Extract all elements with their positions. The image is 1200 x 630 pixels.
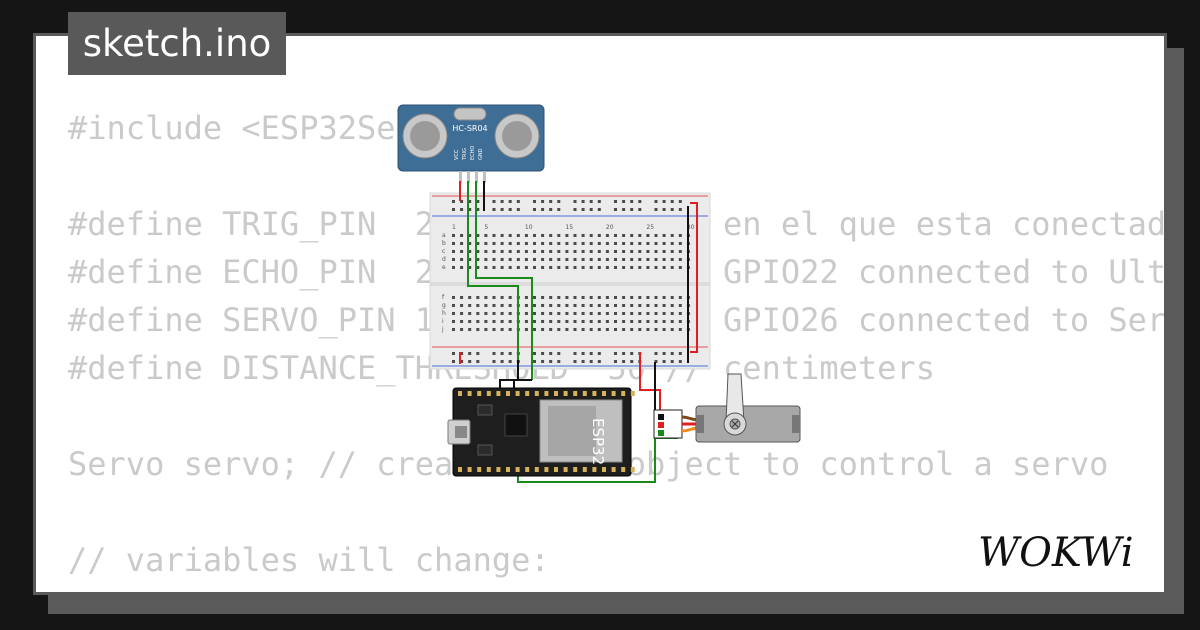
breadboard-column-number: 15 (565, 224, 573, 231)
sensor-pin-gnd: GND (478, 148, 484, 160)
breadboard-row-letter: e (442, 264, 446, 271)
breadboard-row-letter: b (442, 240, 446, 247)
breadboard-row-letter: f (442, 294, 445, 301)
breadboard-row-letter: a (442, 232, 446, 239)
sensor-label: HC-SR04 (452, 124, 487, 133)
sensor-pin-echo: ECHO (470, 146, 476, 160)
breadboard-row-letter: h (442, 310, 446, 317)
breadboard-row-letter: i (442, 318, 444, 325)
esp32-label: ESP32 (589, 418, 607, 465)
breadboard-column-number: 10 (525, 224, 533, 231)
breadboard-row-letter: d (442, 256, 446, 263)
breadboard-column-number: 5 (484, 224, 488, 231)
code-line: float duration_us, distance_cm; (68, 584, 1164, 592)
servo-motor[interactable] (653, 373, 801, 443)
breadboard-row-letter: c (442, 248, 445, 255)
file-tab[interactable]: sketch.ino (68, 12, 286, 75)
breadboard-column-number: 1 (452, 224, 456, 231)
file-tab-title: sketch.ino (82, 22, 272, 65)
breadboard-column-number: 25 (646, 224, 654, 231)
esp32-board[interactable]: ESP32 (447, 387, 635, 477)
breadboard-column-number: 30 (687, 224, 695, 231)
breadboard-row-letter: j (441, 326, 444, 333)
sensor-pin-vcc: VCC (454, 149, 460, 160)
sensor-pin-trig: TRIG (462, 148, 468, 161)
breadboard-row-letter: g (442, 302, 446, 309)
breadboard-column-number: 20 (606, 224, 614, 231)
ultrasonic-sensor[interactable]: HC-SR04 VCC TRIG ECHO GND (397, 104, 545, 183)
code-line: // variables will change: (68, 541, 550, 579)
wokwi-logo-text: WOKWi (978, 530, 1134, 576)
wokwi-logo: WOKWi (978, 530, 1134, 576)
